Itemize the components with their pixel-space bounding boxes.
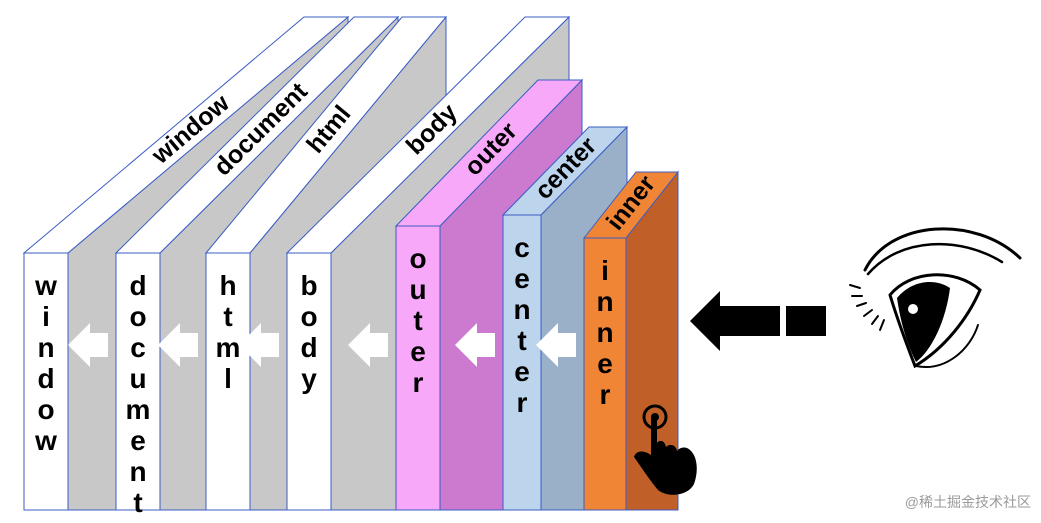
flow-arrow-document — [68, 323, 108, 367]
flow-arrow-inner — [536, 323, 576, 367]
flow-arrow-html — [158, 323, 198, 367]
watermark: @稀土掘金技术社区 — [904, 494, 1031, 510]
hand-pointer-icon — [634, 404, 697, 495]
eye-icon — [849, 227, 1022, 369]
flow-arrow-outer — [348, 323, 388, 367]
layer-outer-front — [395, 225, 441, 511]
layer-body-front — [286, 252, 332, 511]
layer-inner-front — [583, 237, 627, 511]
layer-window-front — [23, 252, 69, 511]
layer-document-front — [115, 252, 161, 511]
flow-arrow-body — [239, 323, 279, 367]
layer-html-front — [205, 252, 251, 511]
flow-arrow-center — [455, 323, 495, 367]
flow-arrows — [68, 323, 576, 367]
capture-arrow-icon — [690, 291, 826, 351]
layer-center-front — [502, 214, 542, 511]
